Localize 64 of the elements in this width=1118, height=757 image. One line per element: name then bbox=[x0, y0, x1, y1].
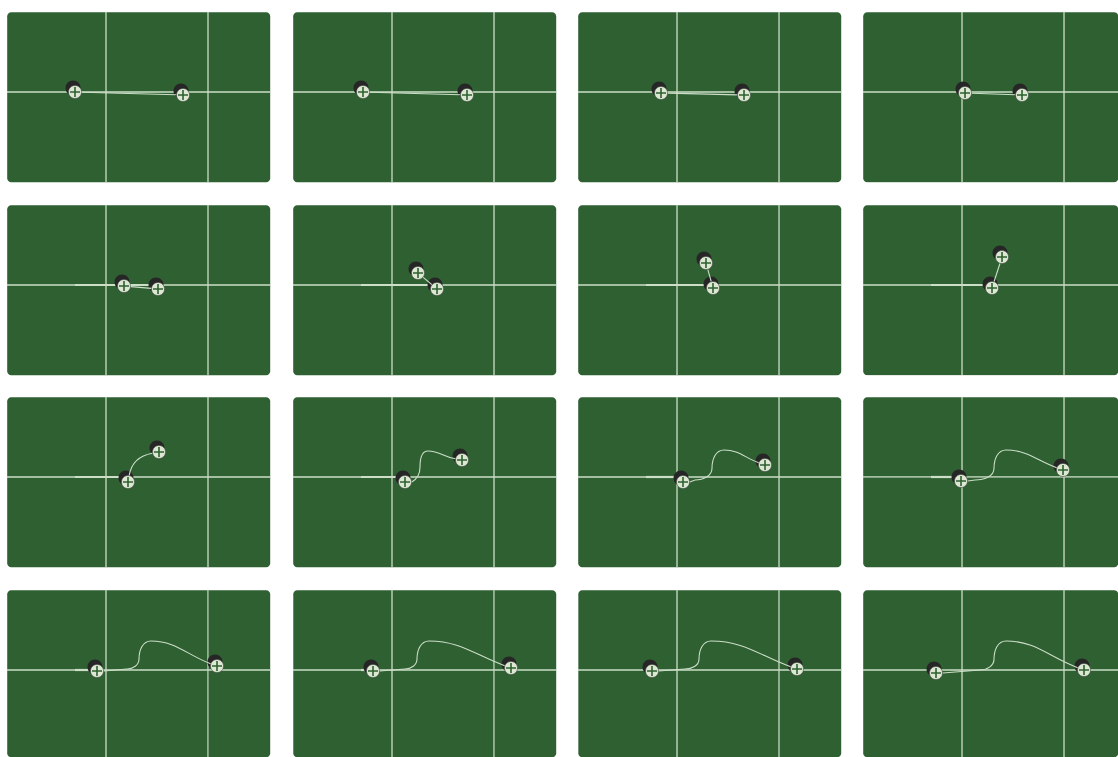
field-panel bbox=[863, 12, 1118, 183]
target-marker bbox=[787, 657, 804, 676]
target-marker bbox=[87, 659, 104, 678]
target-marker bbox=[1053, 458, 1070, 477]
field-panel bbox=[578, 397, 842, 568]
target-marker bbox=[1012, 83, 1029, 102]
target-marker bbox=[703, 276, 720, 295]
field-panel bbox=[293, 12, 557, 183]
target-marker bbox=[651, 81, 668, 100]
field-panel bbox=[7, 397, 271, 568]
trail-line bbox=[658, 640, 792, 672]
field-panel bbox=[578, 12, 842, 183]
target-marker bbox=[926, 661, 943, 680]
trail-line bbox=[707, 269, 712, 282]
field-panel bbox=[293, 397, 557, 568]
field-panel bbox=[293, 205, 557, 376]
target-marker bbox=[457, 83, 474, 102]
trail-line bbox=[667, 92, 738, 96]
trail-line bbox=[369, 91, 461, 96]
trail-line bbox=[422, 276, 433, 286]
field-panel bbox=[7, 205, 271, 376]
target-marker bbox=[173, 83, 190, 102]
target-marker bbox=[427, 277, 444, 296]
target-marker bbox=[955, 81, 972, 100]
target-marker bbox=[982, 276, 999, 295]
target-marker bbox=[1074, 658, 1091, 677]
target-marker bbox=[149, 440, 166, 459]
field-panel bbox=[293, 590, 557, 757]
target-marker bbox=[148, 277, 165, 296]
trail-line bbox=[993, 262, 1001, 283]
field-panel bbox=[863, 205, 1118, 376]
trail-line bbox=[967, 449, 1058, 482]
target-marker bbox=[642, 659, 659, 678]
target-marker bbox=[734, 83, 751, 102]
target-marker bbox=[408, 261, 425, 280]
trail-line bbox=[971, 92, 1016, 96]
trail-line bbox=[942, 640, 1079, 674]
field-panel bbox=[7, 12, 271, 183]
target-marker bbox=[992, 245, 1009, 264]
target-marker bbox=[65, 80, 82, 99]
target-marker bbox=[353, 80, 370, 99]
target-marker bbox=[501, 656, 518, 675]
target-marker bbox=[452, 448, 469, 467]
field-panel bbox=[7, 590, 271, 757]
field-panel bbox=[863, 397, 1118, 568]
target-marker bbox=[395, 470, 412, 489]
target-marker bbox=[673, 470, 690, 489]
target-marker bbox=[696, 251, 713, 270]
target-marker bbox=[114, 274, 131, 293]
field-panel bbox=[578, 590, 842, 757]
field-panel bbox=[863, 590, 1118, 757]
target-marker bbox=[951, 469, 968, 488]
trail-line bbox=[81, 91, 177, 96]
field-panel bbox=[578, 205, 842, 376]
trail-line bbox=[689, 449, 760, 483]
target-marker bbox=[118, 470, 135, 489]
trail-line bbox=[130, 286, 152, 289]
target-marker bbox=[755, 453, 772, 472]
target-marker bbox=[207, 654, 224, 673]
trail-line bbox=[103, 640, 212, 672]
target-marker bbox=[363, 659, 380, 678]
trail-line bbox=[379, 640, 506, 672]
trail-line bbox=[128, 452, 153, 476]
trail-line bbox=[411, 450, 456, 483]
